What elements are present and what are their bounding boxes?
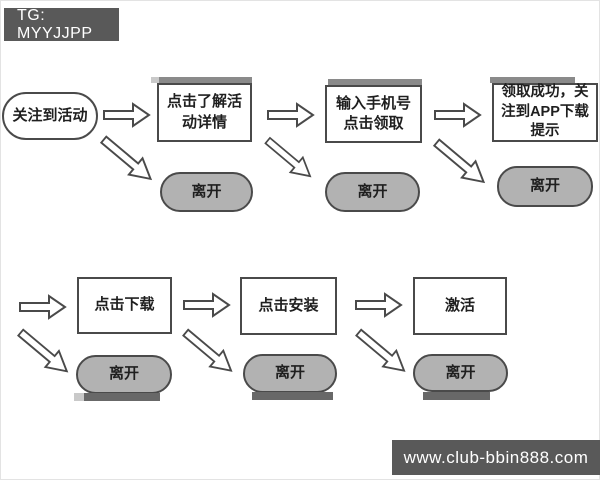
arrow-right-icon xyxy=(355,292,403,318)
leave-node: 离开 xyxy=(76,355,172,394)
flow-step-5: 点击安装 xyxy=(240,277,337,335)
flow-step-2: 输入手机号点击领取 xyxy=(325,85,422,143)
shadow-bar xyxy=(84,393,160,401)
shadow-bar xyxy=(490,77,575,83)
site-url-badge: www.club-bbin888.com xyxy=(392,440,600,475)
arrow-right-icon xyxy=(433,102,483,128)
flow-step-4: 点击下载 xyxy=(77,277,172,334)
arrow-down-right-icon xyxy=(177,322,241,382)
arrow-down-right-icon xyxy=(428,132,494,193)
shadow-bar xyxy=(159,77,252,83)
shadow-bar xyxy=(423,392,490,400)
shadow-bar xyxy=(252,392,333,400)
flow-step-3: 领取成功，关注到APP下载提示 xyxy=(492,83,598,142)
shadow-bar xyxy=(74,393,84,401)
flow-step-1: 点击了解活动详情 xyxy=(157,83,252,142)
shadow-bar xyxy=(328,79,422,85)
leave-node: 离开 xyxy=(243,354,337,393)
arrow-right-icon xyxy=(183,292,231,318)
arrow-right-icon xyxy=(267,102,315,128)
leave-node: 离开 xyxy=(325,172,420,212)
leave-node: 离开 xyxy=(160,172,253,212)
leave-node: 离开 xyxy=(497,166,593,207)
tg-badge: TG: MYYJJPP xyxy=(4,7,119,42)
arrow-down-right-icon xyxy=(259,130,320,187)
arrow-right-icon xyxy=(103,102,151,128)
arrow-right-icon xyxy=(19,294,67,320)
arrow-down-right-icon xyxy=(350,322,414,382)
leave-node: 离开 xyxy=(413,354,508,392)
flow-node-start: 关注到活动 xyxy=(2,92,98,140)
flow-step-6: 激活 xyxy=(413,277,507,335)
shadow-bar xyxy=(151,77,159,83)
arrow-down-right-icon xyxy=(12,322,77,382)
arrow-down-right-icon xyxy=(95,129,161,190)
